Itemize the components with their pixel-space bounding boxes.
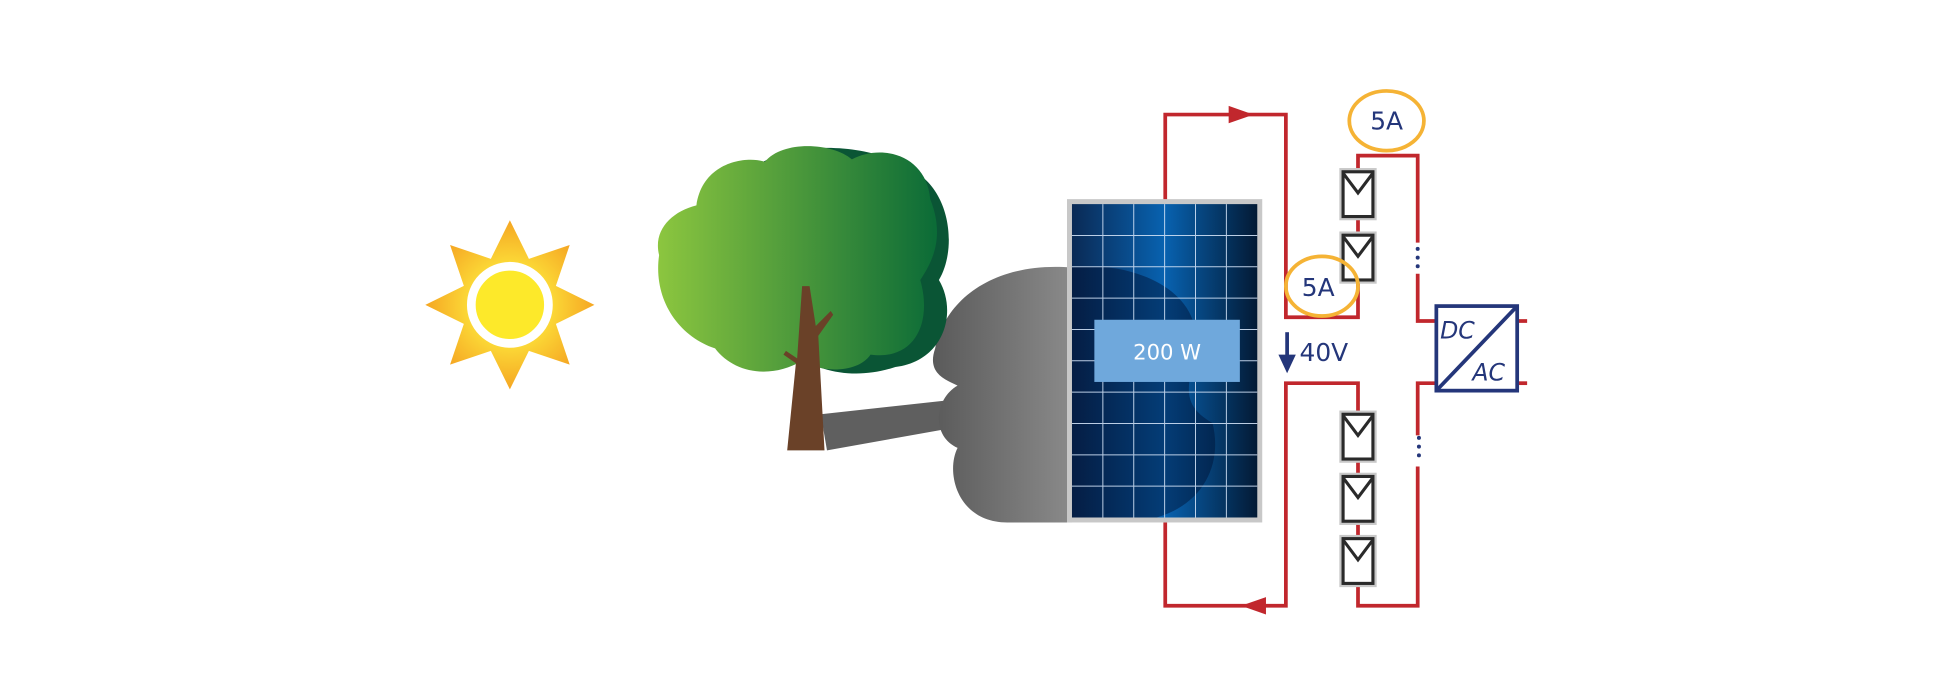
current-top-label: 5A (1370, 106, 1403, 135)
panel-power-label: 200 W (1133, 340, 1201, 365)
current-badge-top: 5A (1347, 89, 1426, 153)
continuation-dots (1415, 246, 1421, 458)
current-badge-panel: 5A (1284, 254, 1360, 318)
current-panel-label: 5A (1302, 273, 1335, 302)
sun-icon (425, 220, 595, 390)
dc-label: DC (1440, 316, 1475, 344)
arrow-down-icon (1278, 354, 1296, 374)
pv-module-icon (1339, 410, 1377, 463)
current-arrow-bottom (1241, 597, 1266, 615)
pv-module-icon (1339, 231, 1377, 284)
panel-power-label-box (1094, 319, 1240, 382)
pv-module-icon (1339, 472, 1377, 525)
tree-shadow (820, 266, 1072, 523)
solar-panel: 200 W (1067, 199, 1263, 523)
pv-module-icon (1339, 534, 1377, 588)
tree-icon (657, 146, 949, 451)
ac-label: AC (1470, 359, 1505, 387)
pv-module-icon (1339, 168, 1377, 221)
current-arrow-top (1228, 105, 1254, 124)
voltage-indicator: 40V (1278, 332, 1349, 374)
module-string (1339, 168, 1377, 588)
voltage-label: 40V (1300, 338, 1349, 367)
inverter-dc-ac: DC AC (1434, 304, 1520, 393)
